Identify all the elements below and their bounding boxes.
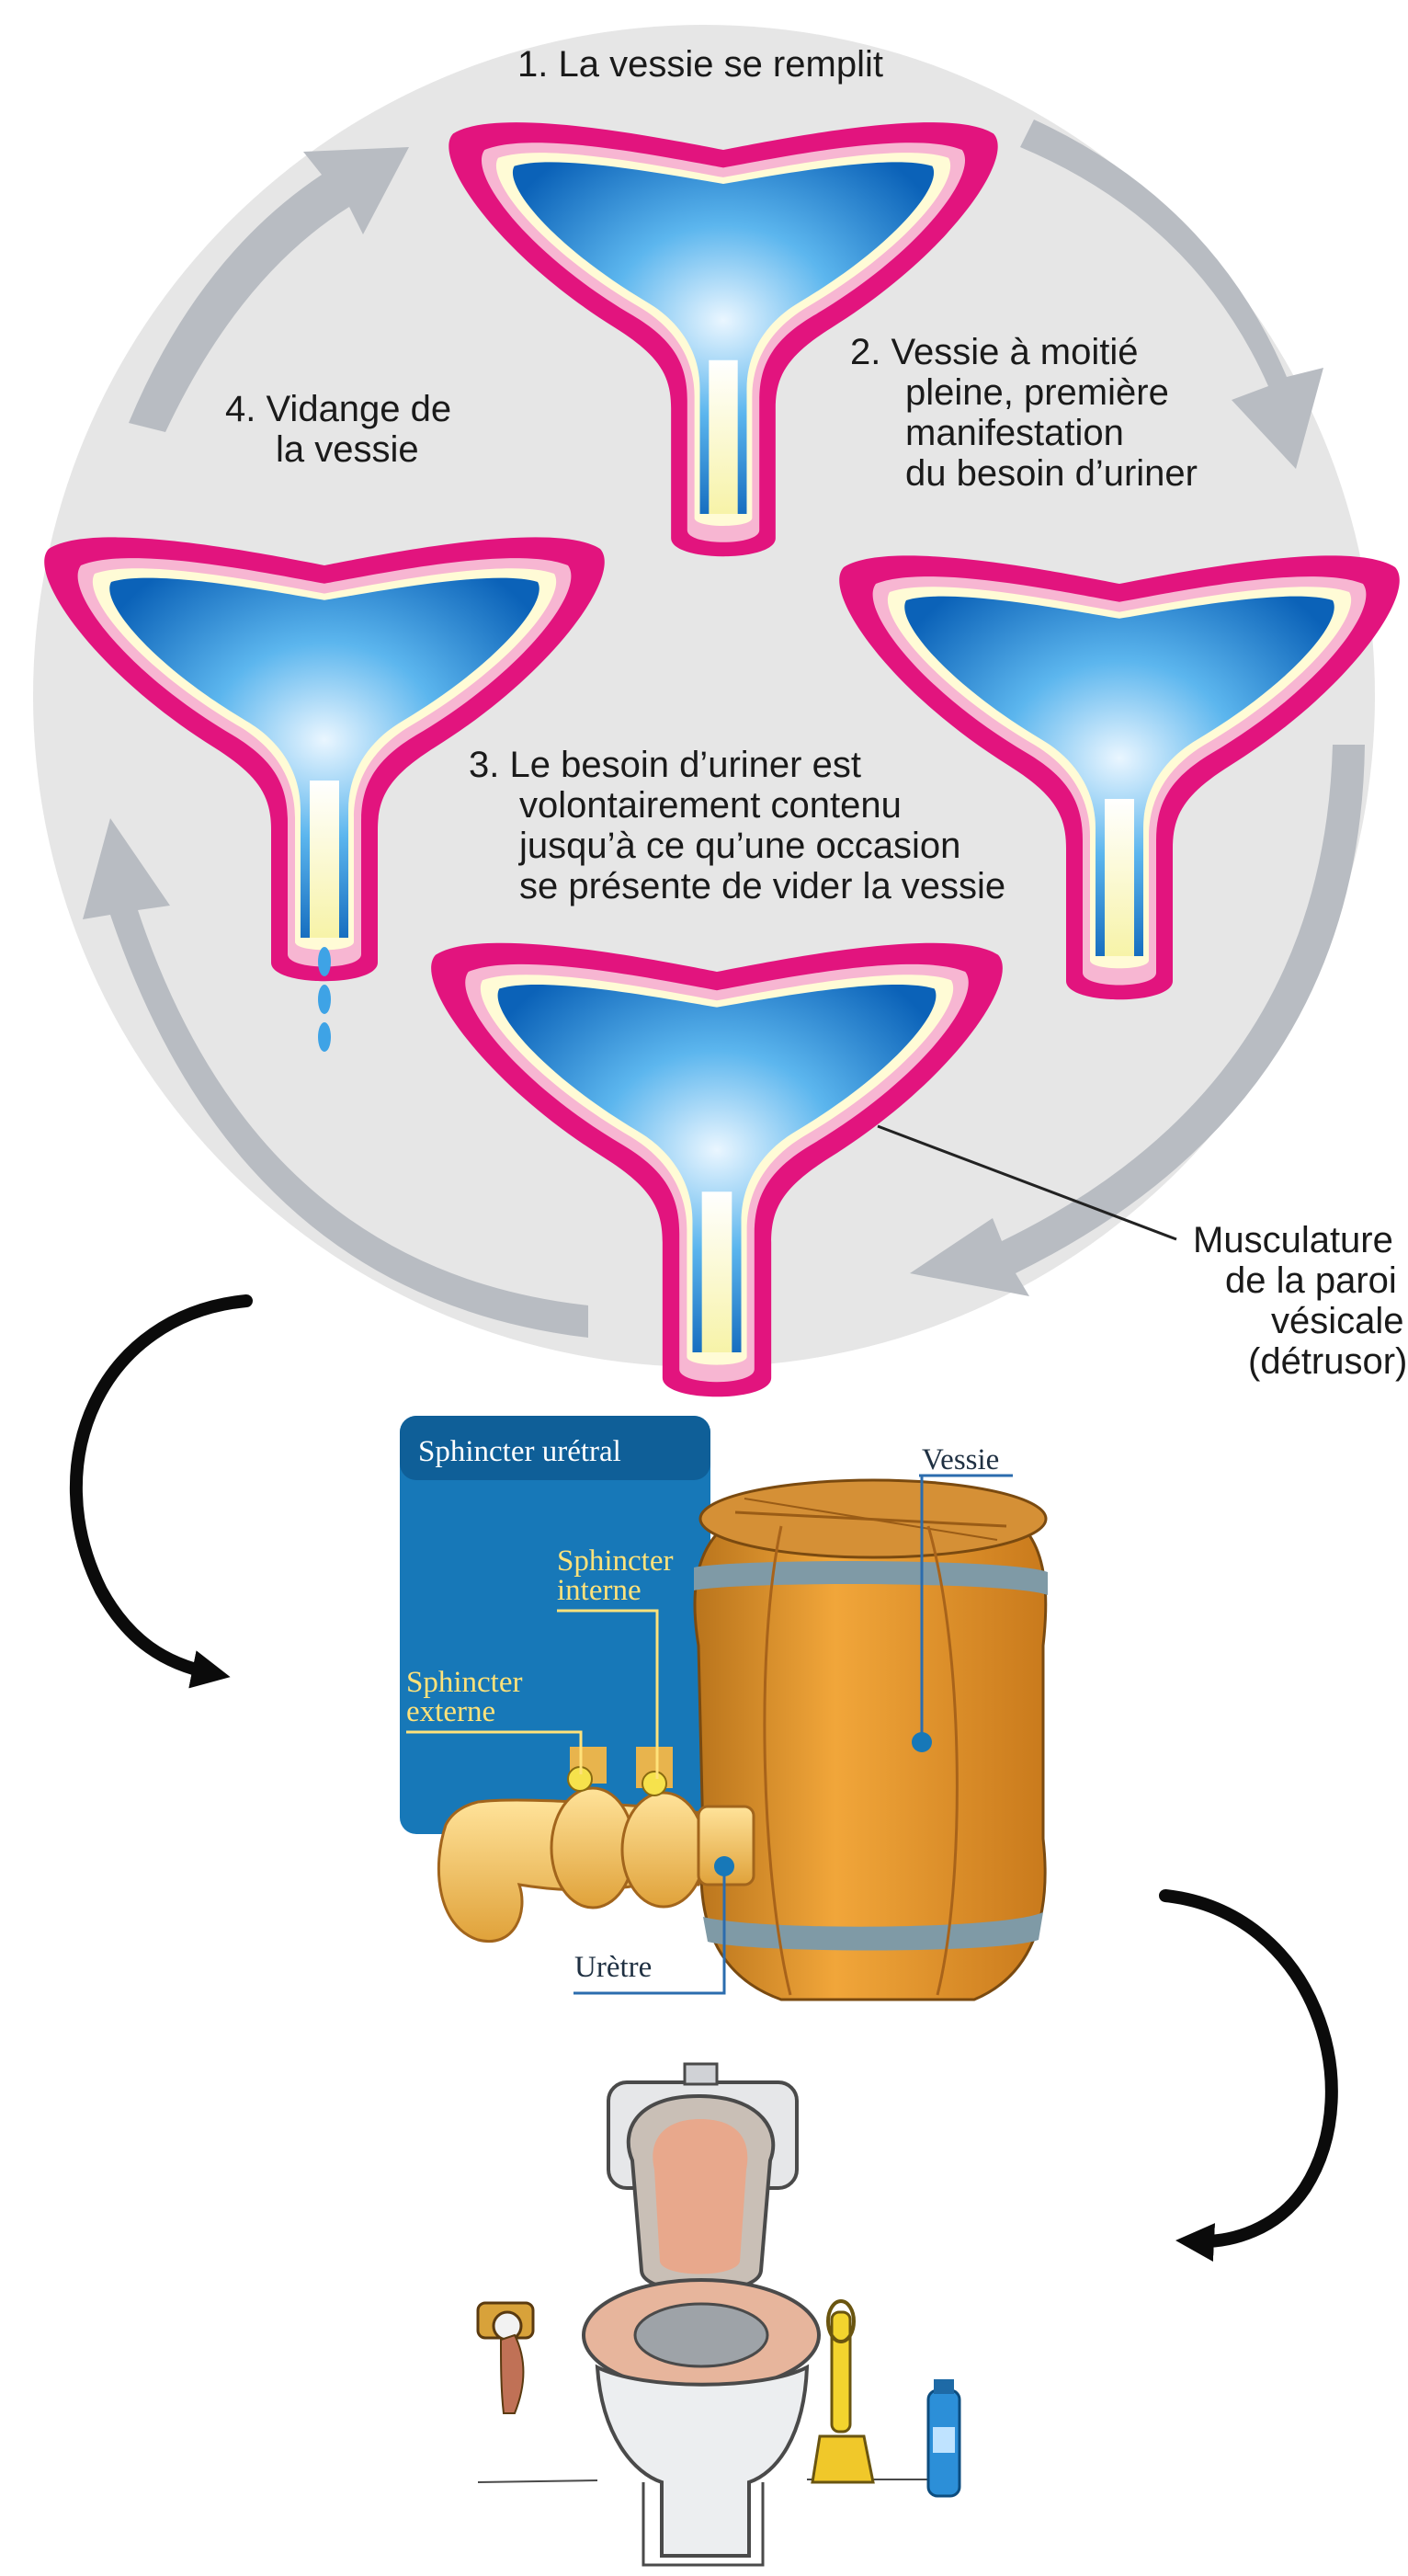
- bladder-label: Vessie: [922, 1443, 999, 1476]
- curved-arrow-left: [76, 1301, 246, 1673]
- urethra-dot: [714, 1856, 734, 1876]
- bladder-dot: [912, 1732, 932, 1752]
- curved-arrow-right: [1165, 1896, 1332, 2241]
- sphincter-panel-title: Sphincter urétral: [418, 1435, 621, 1468]
- toilet-illustration: [478, 2064, 959, 2565]
- toilet-paper-icon: [478, 2303, 533, 2413]
- toilet-brush-icon: [812, 2301, 873, 2482]
- step1-label: 1. La vessie se remplit: [517, 44, 883, 85]
- muscle-label: Musculature de la paroi vésicale (détrus…: [1193, 1220, 1408, 1382]
- toilet-bowl: [597, 2367, 807, 2556]
- urethra-label: Urètre: [574, 1951, 652, 1984]
- barrel: [694, 1480, 1048, 2000]
- urine-drops: [318, 947, 331, 1052]
- barrel-illustration: Sphincter urétral Sphincter inter: [400, 1416, 1048, 2000]
- air-freshener-icon: [928, 2379, 959, 2496]
